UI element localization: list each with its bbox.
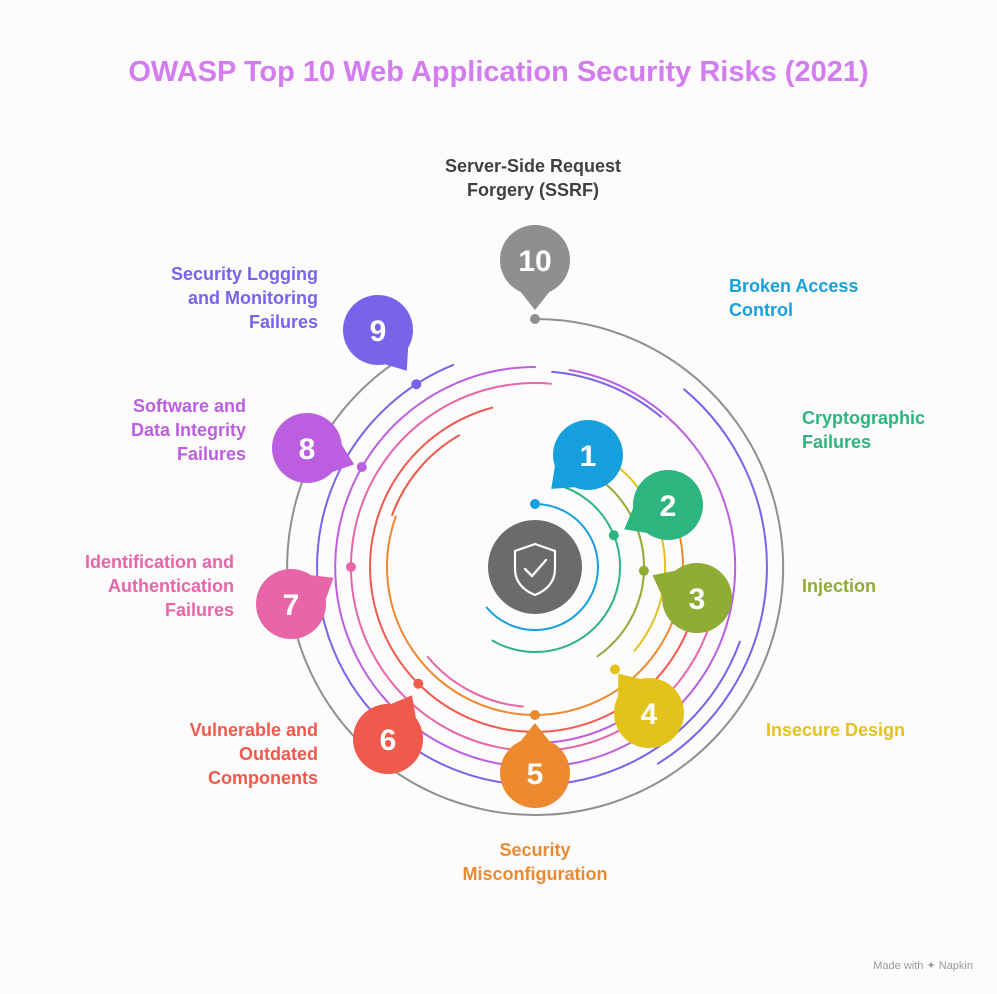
- shield-check-icon: [513, 542, 557, 597]
- bubble-number-8: 8: [299, 433, 316, 466]
- bubble-circle-3: [662, 563, 732, 633]
- bubble-5: 5: [500, 723, 570, 808]
- label-security-logging-monitoring-failures: Security Logging and Monitoring Failures: [170, 264, 318, 332]
- arc-dot-6: [413, 678, 424, 689]
- arc-dot-1: [530, 499, 540, 509]
- decor-arc: [656, 388, 768, 765]
- label-injection: Injection: [802, 576, 877, 596]
- bubble-number-6: 6: [380, 724, 397, 757]
- label-broken-access-control: Broken Access Control: [729, 276, 859, 320]
- bubble-number-10: 10: [518, 245, 551, 278]
- center-circle: [488, 520, 582, 614]
- bubble-1: 1: [551, 420, 623, 490]
- napkin-footer: Made with ✦ Napkin: [873, 960, 973, 972]
- bubble-number-2: 2: [660, 490, 677, 523]
- label-software-data-integrity-failures: Software and Data Integrity Failures: [130, 396, 246, 464]
- bubble-number-4: 4: [641, 698, 658, 731]
- bubble-number-5: 5: [527, 758, 544, 791]
- arc-dot-7: [346, 562, 356, 572]
- arc-dot-5: [530, 710, 540, 720]
- label-cryptographic-failures: Cryptographic Failures: [802, 408, 926, 452]
- bubble-circle-2: [633, 470, 703, 540]
- decor-arc: [551, 370, 662, 418]
- label-vulnerable-outdated-components: Vulnerable and Outdated Components: [189, 720, 318, 788]
- bubble-2: 2: [624, 470, 703, 540]
- bubble-9: 9: [343, 295, 413, 371]
- arc-dot-3: [638, 565, 649, 576]
- bubble-7: 7: [256, 569, 334, 639]
- bubble-number-3: 3: [689, 583, 706, 616]
- bubble-number-7: 7: [283, 589, 300, 622]
- bubble-pointer-10: [520, 292, 550, 310]
- decor-arc: [426, 656, 524, 708]
- label-insecure-design: Insecure Design: [766, 720, 906, 740]
- arc-1: [485, 503, 599, 631]
- bubble-4: 4: [614, 673, 684, 748]
- bubble-pointer-5: [520, 723, 550, 741]
- bubble-circle-4: [614, 678, 684, 748]
- bubble-8: 8: [272, 413, 355, 483]
- bubble-10: 10: [500, 225, 570, 310]
- bubble-circle-9: [343, 295, 413, 365]
- arc-dot-8: [356, 462, 367, 472]
- diagram-title: OWASP Top 10 Web Application Security Ri…: [128, 56, 869, 88]
- bubble-3: 3: [652, 563, 732, 633]
- center-shield: [488, 520, 582, 614]
- bubble-6: 6: [353, 695, 423, 774]
- arc-dot-2: [608, 530, 619, 541]
- bubble-circle-8: [272, 413, 342, 483]
- bubble-number-9: 9: [370, 315, 387, 348]
- bubble-pointer-8: [332, 445, 355, 472]
- bubble-circle-1: [553, 420, 623, 490]
- arc-dot-10: [530, 314, 540, 324]
- number-bubbles: 1 2 3 4 5 6 7 8 9 10: [256, 225, 732, 808]
- bubble-circle-7: [256, 569, 326, 639]
- arc-3: [588, 471, 645, 658]
- arc-dot-4: [610, 664, 620, 675]
- bubble-circle-10: [500, 225, 570, 295]
- label-ssrf: Server-Side Request Forgery (SSRF): [444, 156, 622, 200]
- decor-arc: [391, 434, 460, 516]
- bubble-number-1: 1: [580, 440, 597, 473]
- arc-2: [491, 483, 622, 654]
- label-security-misconfiguration: Security Misconfiguration: [462, 840, 608, 884]
- arc-10: [286, 318, 785, 816]
- bubble-circle-5: [500, 738, 570, 808]
- arc-dot-9: [411, 379, 422, 390]
- bubble-circle-6: [353, 704, 423, 774]
- label-identification-authentication-failures: Identification and Authentication Failur…: [84, 552, 234, 620]
